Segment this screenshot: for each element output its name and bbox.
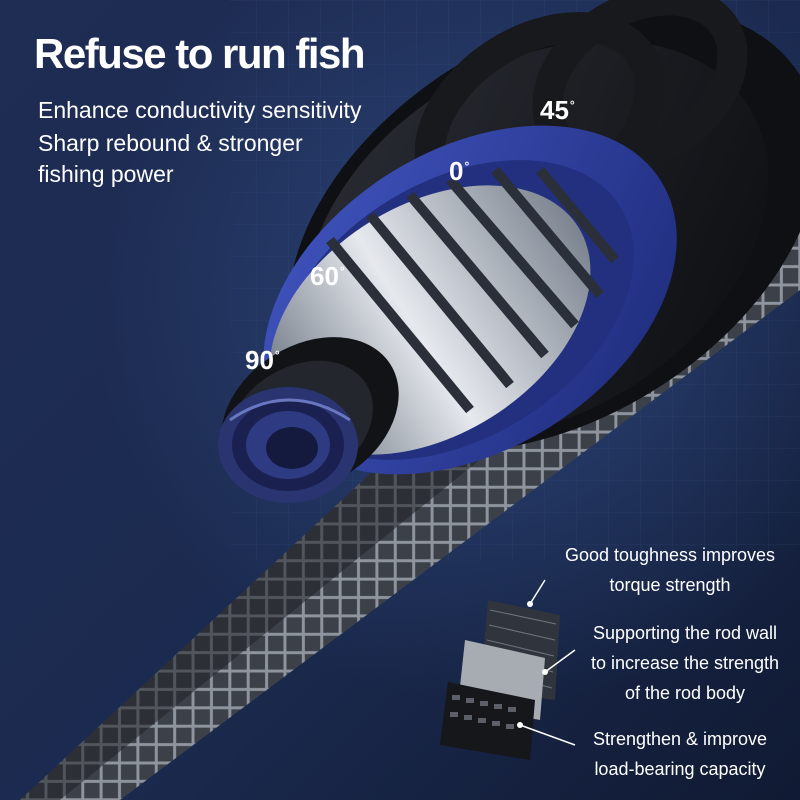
angle-label-60: 60° [310, 261, 345, 291]
feature-line-1: Enhance conductivity sensitivity [38, 97, 362, 123]
callout-loadbearing: Strengthen & improve load-bearing capaci… [592, 729, 768, 779]
headline: Refuse to run fish [34, 30, 366, 77]
feature-line-3: fishing power [38, 161, 174, 187]
material-layer-samples [440, 579, 576, 760]
callout-support: Supporting the rod wall to increase the … [590, 623, 780, 703]
feature-line-2: Sharp rebound & stronger [38, 130, 303, 156]
angle-label-0: 0° [449, 156, 470, 186]
angle-label-45: 45° [540, 95, 575, 125]
angle-label-90: 90° [245, 345, 280, 375]
rod-layers-cutaway [218, 0, 800, 503]
callout-toughness: Good toughness improves torque strength [564, 545, 776, 595]
